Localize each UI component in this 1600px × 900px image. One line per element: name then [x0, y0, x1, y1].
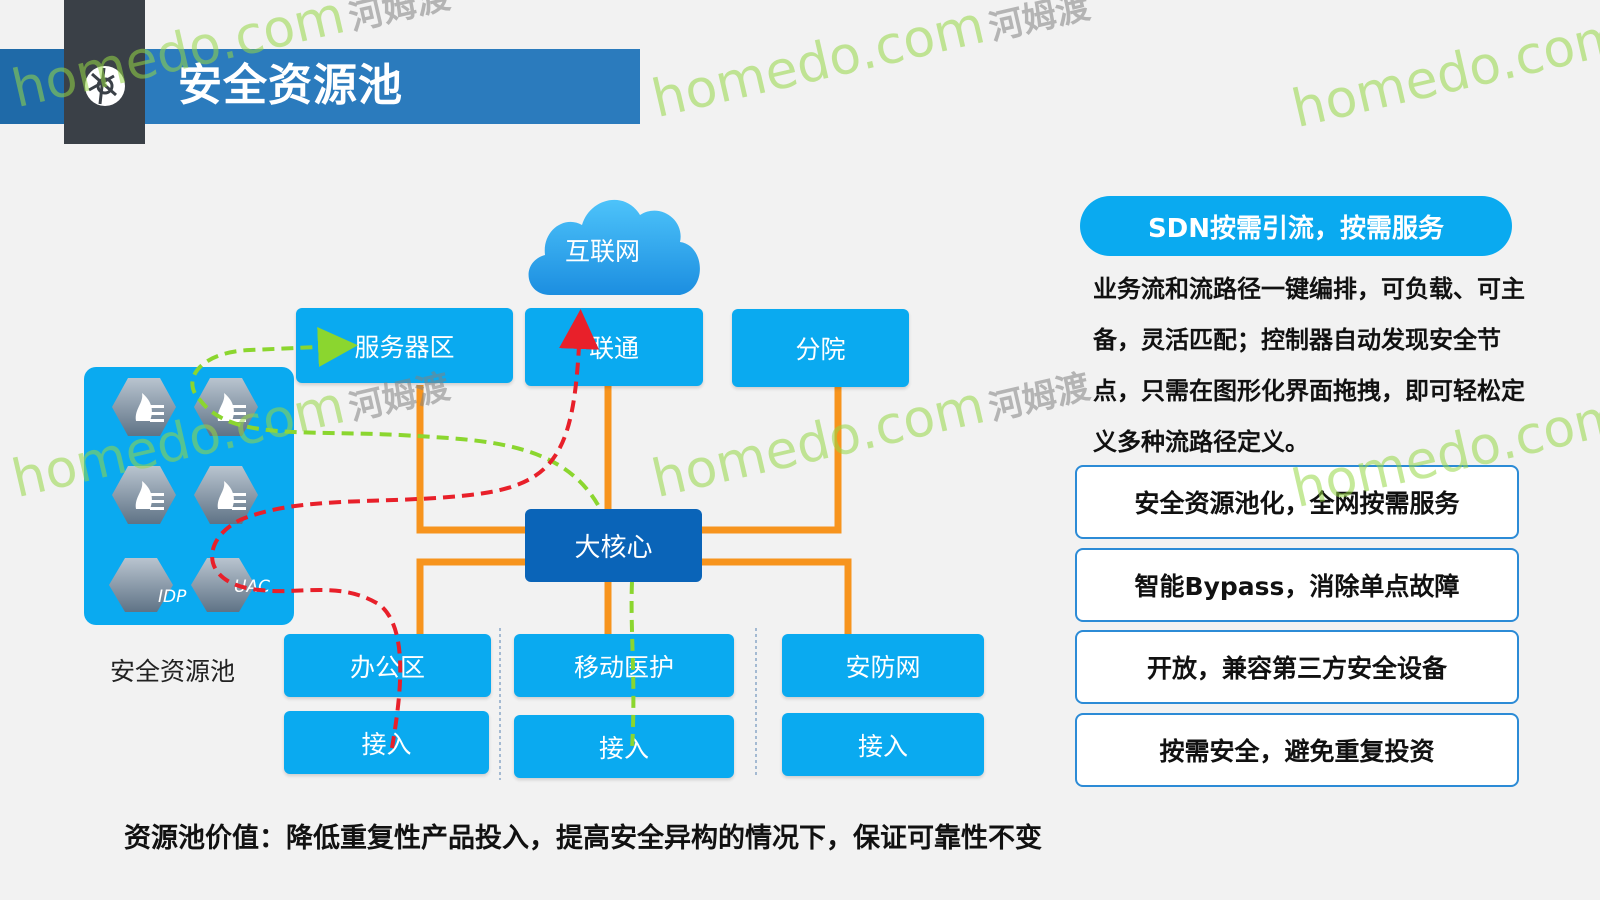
- firewall-icon-2: [194, 378, 258, 436]
- branch-box: 分院: [732, 309, 909, 387]
- feature-card-4: 按需安全，避免重复投资: [1075, 713, 1519, 787]
- firewall-icon-3: [112, 466, 176, 524]
- uac-device-icon: [191, 558, 255, 612]
- header-accent: [0, 49, 64, 124]
- green-flow-path: [190, 346, 636, 751]
- core-switch-box: 大核心: [525, 509, 702, 582]
- pool-devices: [109, 378, 258, 612]
- link-core-security: [700, 558, 852, 634]
- feature-card-3: 开放，兼容第三方安全设备: [1075, 630, 1519, 704]
- idp-label: IDP: [158, 587, 187, 607]
- security-access-box: 接入: [782, 713, 984, 776]
- sdn-title-pill: SDN按需引流，按需服务: [1080, 196, 1512, 256]
- page-title: 安全资源池: [178, 60, 403, 111]
- internet-cloud: [528, 199, 700, 295]
- feature-card-2: 智能Bypass，消除单点故障: [1075, 548, 1519, 622]
- mobile-care-box: 移动医护: [514, 634, 734, 697]
- red-flow-path: [210, 309, 600, 749]
- link-server-core: [416, 385, 525, 534]
- internet-label: 互联网: [564, 237, 640, 266]
- resource-pool-value-text: 资源池价值：降低重复性产品投入，提高安全异构的情况下，保证可靠性不变: [124, 823, 1042, 854]
- office-zone-box: 办公区: [284, 634, 491, 697]
- office-access-box: 接入: [284, 711, 489, 774]
- sdn-description: 业务流和流路径一键编排，可负载、可主备，灵活匹配；控制器自动发现安全节点，只需在…: [1093, 275, 1525, 456]
- feature-card-1: 安全资源池化，全网按需服务: [1075, 465, 1519, 539]
- security-pool-label: 安全资源池: [110, 657, 236, 686]
- header-icon-box: [64, 0, 145, 144]
- security-net-box: 安防网: [782, 634, 984, 697]
- security-pool-panel: IDP UAC: [84, 367, 294, 625]
- firewall-icon-1: [112, 378, 176, 436]
- unicom-box: 联通: [525, 308, 703, 386]
- firewall-icon-4: [194, 466, 258, 524]
- mobile-access-box: 接入: [514, 715, 734, 778]
- link-branch-core: [700, 385, 842, 534]
- link-core-office: [416, 558, 525, 634]
- network-globe-icon: [85, 66, 125, 106]
- idp-device-icon: [109, 558, 173, 612]
